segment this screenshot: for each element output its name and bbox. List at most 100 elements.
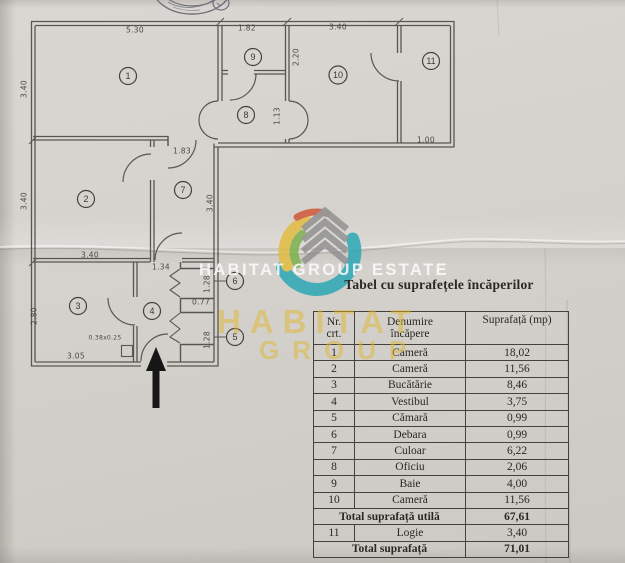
svg-text:5: 5 [232, 332, 237, 342]
watermark-habitat-text: HABITAT [217, 303, 420, 340]
cell-name: Logie [354, 524, 466, 542]
cell-nr: 10 [313, 491, 355, 509]
cell-nr: 8 [313, 458, 355, 477]
logo-teal-arc [276, 232, 362, 296]
dim-door-width: 1.34 [152, 262, 170, 272]
dim-niche-width: 0.77 [192, 297, 210, 307]
stamp [156, 0, 230, 15]
cell-area: 4,00 [465, 475, 569, 493]
dim-room2-width: 3.40 [81, 250, 99, 260]
dim-room9-height: 2.20 [291, 48, 301, 66]
dim-left-room2: 3.40 [19, 192, 29, 210]
dim-room8-height: 1.13 [272, 107, 282, 125]
logo-yellow-arc [278, 215, 312, 272]
cell-nr: 7 [313, 442, 355, 460]
watermark-group-text: GROUP [259, 335, 420, 365]
room-circle-3: 3 [68, 296, 88, 316]
habitat-logo [276, 206, 362, 296]
svg-text:4: 4 [149, 306, 154, 316]
cell-nr: 9 [313, 475, 355, 493]
svg-text:6: 6 [232, 276, 237, 286]
room-circle-8: 8 [236, 105, 256, 125]
header-suprafata: Suprafață (mp) [465, 311, 569, 345]
cell-area: 11,56 [465, 491, 569, 509]
cell-name: Baie [354, 475, 466, 493]
cell-nr: 5 [313, 409, 355, 427]
dim-camara-height: 1.28 [202, 331, 212, 349]
svg-text:10: 10 [333, 70, 343, 80]
svg-text:2: 2 [83, 194, 88, 204]
cell-name: Cămară [354, 409, 466, 427]
dim-room11-width: 1.00 [417, 135, 435, 145]
floorplan-walls [28, 17, 455, 367]
svg-text:8: 8 [243, 110, 248, 120]
dim-top-room9: 1.82 [238, 23, 256, 33]
cell-area: 11,56 [465, 360, 569, 378]
dim-corridor-height: 3.40 [205, 194, 215, 212]
table-header-row: Nr. crt. Denumire încăpere Suprafață (mp… [313, 311, 569, 345]
header-nr-crt: Nr. crt. [313, 311, 355, 345]
dim-pillar: 0.38x0.25 [88, 334, 122, 342]
dim-room3-width: 3.05 [67, 351, 85, 361]
room-circle-11: 11 [421, 51, 441, 71]
cell-name: Culoar [354, 442, 466, 460]
dim-left-room3: 2.80 [29, 307, 39, 325]
total-label: Total suprafață [313, 540, 466, 559]
room-areas-table: Nr. crt. Denumire încăpere Suprafață (mp… [313, 311, 569, 559]
cell-name: Oficiu [354, 458, 466, 477]
table-title: Tabel cu suprafețele încăperilor [344, 277, 534, 292]
room-circle-10: 10 [328, 65, 348, 85]
cell-nr: 3 [313, 376, 355, 395]
cell-area: 0,99 [465, 425, 569, 444]
cell-area: 8,46 [465, 376, 569, 395]
dim-top-room1: 5.30 [126, 25, 144, 35]
svg-text:7: 7 [180, 185, 185, 195]
room-circle-9: 9 [243, 47, 263, 67]
cell-name: Debara [354, 425, 466, 444]
cell-area: 6,22 [465, 442, 569, 460]
svg-text:11: 11 [426, 56, 435, 66]
cell-name: Cameră [354, 491, 466, 509]
cell-area: 3,40 [465, 524, 569, 542]
room-circle-2: 2 [76, 189, 96, 209]
watermark-estate-text: HABITAT GROUP ESTATE [199, 261, 449, 279]
room-circle-7: 7 [173, 180, 193, 200]
svg-text:9: 9 [250, 52, 255, 62]
logo-building-chevrons [300, 206, 350, 265]
room-circle-5: 5 [225, 327, 245, 347]
logo-green-arc [289, 229, 307, 268]
room-circle-1: 1 [118, 66, 138, 86]
cell-area: 0,99 [465, 409, 569, 427]
cell-area: 2,06 [465, 458, 569, 477]
cell-name: Vestibul [354, 393, 466, 411]
cell-area: 3,75 [465, 393, 569, 411]
total-value: 71,01 [465, 540, 569, 559]
total-label: Total suprafață utilă [313, 507, 466, 526]
cell-nr: 6 [313, 425, 355, 444]
room-number-circles: 1 2 3 4 5 6 7 8 9 10 11 [68, 47, 441, 347]
cell-area: 18,02 [465, 343, 569, 362]
total-value: 67,61 [465, 507, 569, 526]
dim-corridor-opening: 1.83 [173, 146, 191, 156]
door-arcs [107, 52, 400, 362]
dim-left-room1: 3.40 [19, 80, 29, 98]
svg-text:1: 1 [125, 71, 130, 81]
dim-top-room10: 3.40 [329, 22, 347, 32]
cell-nr: 4 [313, 393, 355, 411]
room-circle-4: 4 [142, 301, 162, 321]
cell-name: Bucătărie [354, 376, 466, 395]
entrance-arrow [146, 347, 166, 408]
